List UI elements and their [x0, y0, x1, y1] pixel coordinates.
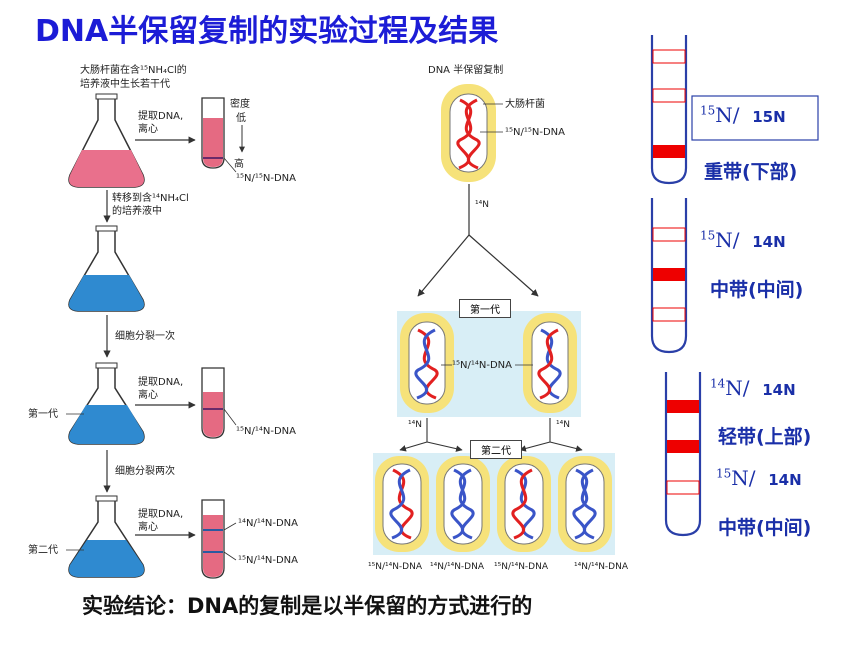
medium-label: ¹⁴N	[475, 200, 489, 210]
result-tube-3	[664, 372, 702, 537]
gen1-left-label: 第一代	[28, 409, 58, 420]
gen1-cell-right	[523, 313, 577, 413]
divide-once-label: 细胞分裂一次	[115, 331, 175, 342]
medium-left-label: ¹⁴N	[408, 420, 422, 430]
iso-label-tube3-light: 14N/ 14N	[710, 376, 796, 400]
middle-heading: DNA 半保留复制	[428, 65, 504, 76]
flask-gen2	[68, 495, 145, 578]
result-tube-2	[650, 198, 688, 354]
extract-label-1a: 提取DNA,	[138, 111, 184, 122]
iso-label-tube2: 15N/ 14N	[700, 228, 786, 252]
gen2-cell-3	[497, 456, 551, 552]
tube2-band-label: ¹⁵N/¹⁴N-DNA	[236, 426, 296, 437]
iso-box	[691, 95, 819, 141]
gen2-box: 第二代	[470, 440, 522, 459]
transfer-caption-1: 转移到含¹⁴NH₄Cl	[112, 193, 189, 204]
gen2-cell-1	[375, 456, 429, 552]
gen1-dna-label: ¹⁵N/¹⁴N-DNA	[452, 360, 512, 371]
tube3-band-top-label: ¹⁴N/¹⁴N-DNA	[238, 518, 298, 529]
tube3-band-bottom-label: ¹⁵N/¹⁴N-DNA	[238, 555, 298, 566]
conclusion-text: 实验结论：DNA的复制是以半保留的方式进行的	[82, 594, 533, 618]
density-low: 低	[236, 113, 246, 124]
gen2-label-3: ¹⁵N/¹⁴N-DNA	[494, 562, 548, 572]
extract-label-2a: 提取DNA,	[138, 377, 184, 388]
tube-1	[201, 97, 225, 169]
extract-label-1b: 离心	[138, 124, 158, 135]
gen2-cell-2	[436, 456, 490, 552]
gen1-box: 第一代	[459, 299, 511, 318]
gen1-cell-left	[400, 313, 454, 413]
light-band-label: 轻带(上部)	[718, 426, 812, 448]
parent-cell	[441, 84, 496, 182]
medium-right-label: ¹⁴N	[556, 420, 570, 430]
extract-label-3a: 提取DNA,	[138, 509, 184, 520]
flask-15n	[68, 93, 145, 188]
gen2-left-label: 第二代	[28, 545, 58, 556]
extract-label-2b: 离心	[138, 390, 158, 401]
grow-caption-1: 大肠杆菌在含¹⁵NH₄Cl的	[80, 65, 187, 76]
gen2-label-2: ¹⁴N/¹⁴N-DNA	[430, 562, 484, 572]
transfer-caption-2: 的培养液中	[112, 206, 162, 217]
flask-gen1	[68, 362, 145, 445]
tube1-band-label: ¹⁵N/¹⁵N-DNA	[236, 173, 296, 184]
divide-twice-label: 细胞分裂两次	[115, 466, 175, 477]
gen2-label-4: ¹⁴N/¹⁴N-DNA	[574, 562, 628, 572]
middle-band-label-2: 中带(中间)	[718, 517, 812, 539]
tube-2	[201, 367, 225, 439]
parent-dna-label: ¹⁵N/¹⁵N-DNA	[505, 127, 565, 138]
gen2-cell-4	[558, 456, 612, 552]
result-tube-1	[650, 35, 688, 185]
ecoli-label: 大肠杆菌	[505, 99, 545, 110]
iso-label-tube3-middle: 15N/ 14N	[716, 466, 802, 490]
gen2-label-1: ¹⁵N/¹⁴N-DNA	[368, 562, 422, 572]
grow-caption-2: 培养液中生长若干代	[80, 79, 170, 90]
page-title: DNA半保留复制的实验过程及结果	[35, 14, 499, 49]
heavy-band-label: 重带(下部)	[704, 161, 798, 183]
tube-3	[201, 499, 225, 579]
density-label: 密度	[230, 99, 250, 110]
iso-label-tube1: 15N/ 15N	[700, 103, 786, 127]
middle-band-label: 中带(中间)	[710, 279, 804, 301]
density-high: 高	[234, 159, 244, 170]
flask-14n	[68, 225, 145, 312]
extract-label-3b: 离心	[138, 522, 158, 533]
